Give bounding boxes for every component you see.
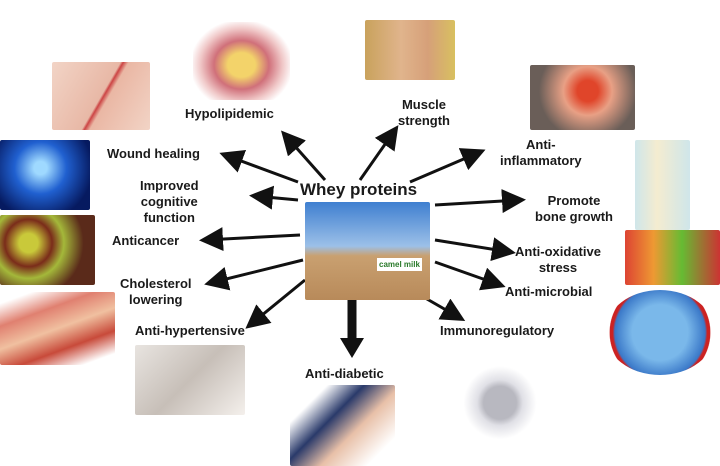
arrow-oxidative xyxy=(434,237,516,262)
label-cholesterol: Cholesterol lowering xyxy=(120,276,192,307)
glucometer-image xyxy=(290,385,395,466)
label-hypolipidemic: Hypolipidemic xyxy=(185,106,274,121)
camel-milk-image: camel milk xyxy=(305,202,430,300)
fruits-image xyxy=(625,230,720,285)
center-title: Whey proteins xyxy=(300,180,418,199)
arrow-cholesterol xyxy=(204,258,304,291)
cancer-image xyxy=(0,215,95,285)
label-anticancer: Anticancer xyxy=(112,233,180,248)
camel-milk-caption: camel milk xyxy=(377,258,422,271)
label-anti-inflammatory: Anti- inflammatory xyxy=(500,137,582,168)
immune-cell-image xyxy=(425,360,575,455)
arrow-bone xyxy=(434,189,526,214)
arrow-hypertensive xyxy=(245,278,306,329)
label-wound: Wound healing xyxy=(107,146,200,161)
arrow-anticancer xyxy=(199,227,301,252)
label-muscle: Muscle strength xyxy=(398,97,450,128)
label-oxidative: Anti-oxidative stress xyxy=(515,244,601,275)
bone-image xyxy=(635,140,690,230)
label-microbial: Anti-microbial xyxy=(505,284,593,299)
label-bone: Promote bone growth xyxy=(535,193,613,224)
artery-image xyxy=(0,292,115,365)
brain-image xyxy=(0,140,90,210)
label-hypertensive: Anti-hypertensive xyxy=(135,323,245,338)
arrow-microbial xyxy=(434,260,506,291)
bacteria-image xyxy=(605,290,715,375)
bp-image xyxy=(135,345,245,415)
muscle-image xyxy=(365,20,455,80)
arrow-hypolipidemic xyxy=(281,130,327,181)
wound-image xyxy=(52,62,150,130)
label-diabetic: Anti-diabetic xyxy=(305,366,384,381)
arrow-muscle xyxy=(358,125,399,181)
arrow-inflammatory xyxy=(409,148,486,184)
arrow-diabetic xyxy=(340,338,364,358)
label-immuno: Immunoregulatory xyxy=(440,323,555,338)
label-cognitive: Improved cognitive function xyxy=(140,178,199,225)
hypolipidemic-image xyxy=(193,22,290,100)
arrow-wound xyxy=(219,149,299,184)
knee-image xyxy=(530,65,635,130)
arrow-cognitive xyxy=(249,185,299,210)
